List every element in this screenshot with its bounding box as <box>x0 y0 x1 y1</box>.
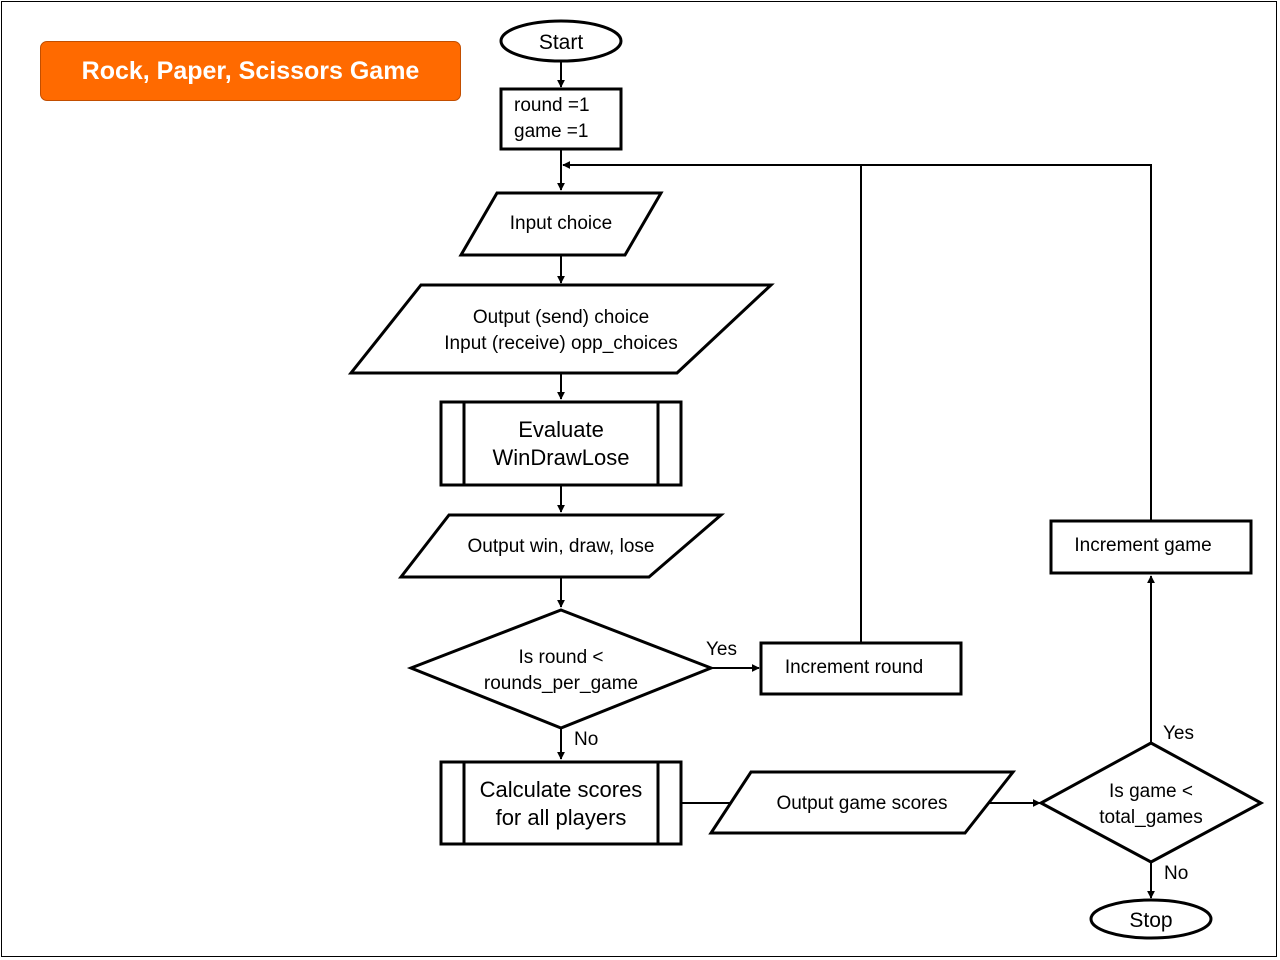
send-receive-line-2: Input (receive) opp_choices <box>444 333 677 354</box>
edge-game-loop-back <box>861 164 1152 520</box>
diagram-title-banner: Rock, Paper, Scissors Game <box>40 41 461 101</box>
calculate-scores-subprocess: Calculate scores for all players <box>439 760 683 846</box>
round-check-line-1: Is round < <box>518 647 603 668</box>
game-decision: Is game < total_games <box>1037 741 1265 864</box>
game-no-label: No <box>1164 863 1188 884</box>
output-scores-io: Output game scores <box>708 770 1017 835</box>
calculate-scores-line-1: Calculate scores <box>480 777 643 802</box>
start-label: Start <box>539 31 584 54</box>
game-yes-label: Yes <box>1163 723 1194 744</box>
increment-round-process: Increment round <box>759 641 963 696</box>
output-result-io: Output win, draw, lose <box>397 513 726 579</box>
send-receive-line-1: Output (send) choice <box>473 307 649 328</box>
start-terminal: Start <box>499 19 623 63</box>
game-check-line-2: total_games <box>1099 807 1203 828</box>
increment-round-label: Increment round <box>785 657 923 678</box>
input-choice-label: Input choice <box>510 213 612 234</box>
init-line-1: round =1 <box>514 95 590 116</box>
increment-game-label: Increment game <box>1074 535 1211 556</box>
evaluate-line-1: Evaluate <box>518 417 604 442</box>
init-process: round =1 game =1 <box>499 87 623 151</box>
game-check-line-1: Is game < <box>1109 781 1193 802</box>
output-scores-label: Output game scores <box>776 793 947 814</box>
round-no-label: No <box>574 729 598 750</box>
input-choice-io: Input choice <box>458 191 664 257</box>
calculate-scores-line-2: for all players <box>496 805 627 830</box>
evaluate-line-2: WinDrawLose <box>493 445 630 470</box>
send-receive-io: Output (send) choice Input (receive) opp… <box>347 283 775 375</box>
stop-label: Stop <box>1129 909 1172 932</box>
init-line-2: game =1 <box>514 121 588 142</box>
round-check-line-2: rounds_per_game <box>484 673 638 694</box>
evaluate-subprocess: Evaluate WinDrawLose <box>439 400 683 487</box>
round-decision: Is round < rounds_per_game <box>406 608 716 730</box>
round-yes-label: Yes <box>706 639 737 660</box>
increment-game-process: Increment game <box>1049 519 1253 575</box>
output-result-label: Output win, draw, lose <box>468 536 655 557</box>
stop-terminal: Stop <box>1089 898 1213 940</box>
